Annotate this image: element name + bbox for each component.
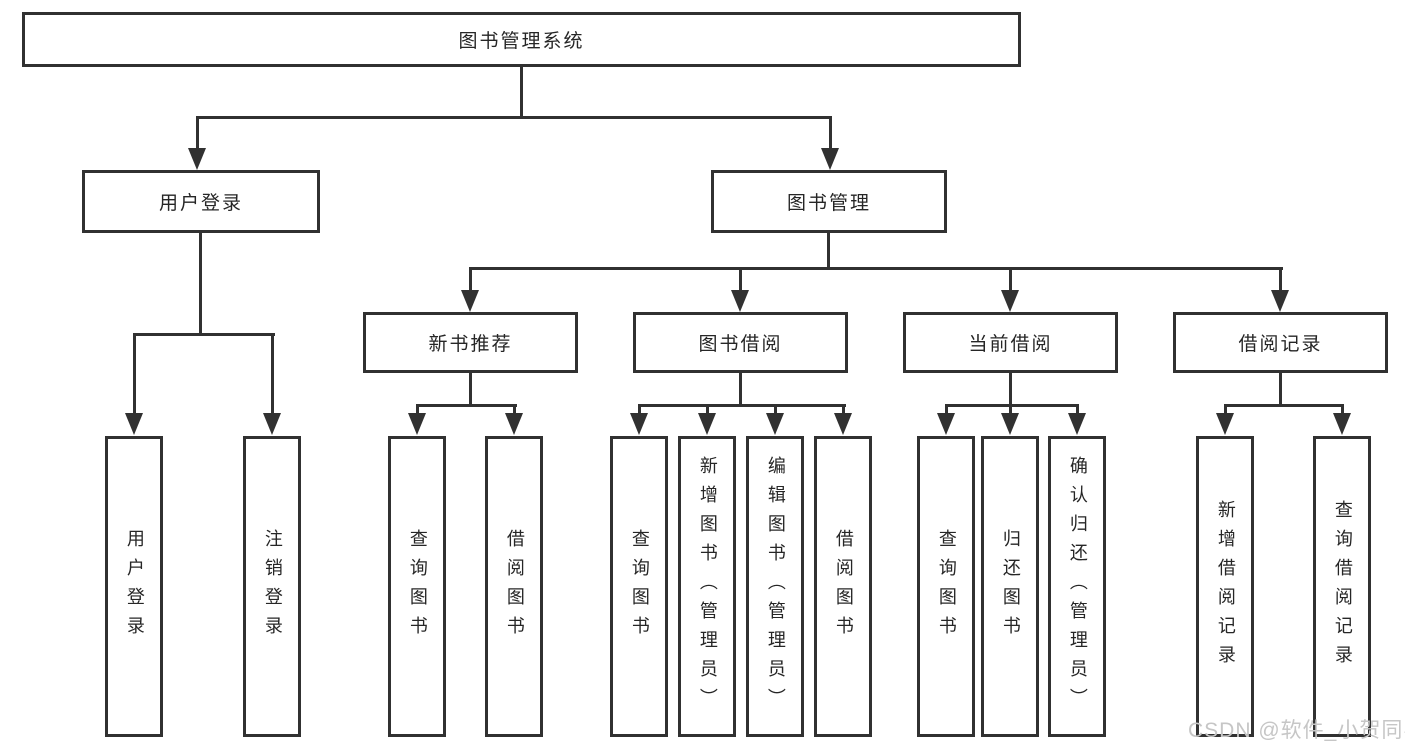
arrowhead-down-icon xyxy=(263,413,281,435)
leaf-query-books-recommend: 查询图书 xyxy=(388,436,446,737)
arrowhead-down-icon xyxy=(1068,413,1086,435)
arrowhead-down-icon xyxy=(821,148,839,170)
node-book-management: 图书管理 xyxy=(711,170,947,233)
connector-line xyxy=(829,116,832,150)
node-label: 用户登录 xyxy=(124,528,145,645)
arrowhead-down-icon xyxy=(630,413,648,435)
connector-line xyxy=(1279,267,1282,292)
leaf-add-books-admin: 新增图书（管理员） xyxy=(678,436,736,737)
node-label: 查询借阅记录 xyxy=(1332,499,1353,674)
connector-line xyxy=(196,116,199,150)
connector-line xyxy=(638,404,641,415)
arrowhead-down-icon xyxy=(937,413,955,435)
node-label: 借阅图书 xyxy=(504,528,525,645)
connector-line xyxy=(1224,404,1344,407)
arrowhead-down-icon xyxy=(731,290,749,312)
connector-line xyxy=(513,404,516,415)
arrowhead-down-icon xyxy=(1001,290,1019,312)
node-label: 编辑图书（管理员） xyxy=(765,456,786,717)
connector-line xyxy=(945,404,948,415)
node-current-borrowing: 当前借阅 xyxy=(903,312,1118,373)
node-label: 图书借阅 xyxy=(698,334,783,355)
node-borrowing-records: 借阅记录 xyxy=(1173,312,1388,373)
connector-line xyxy=(945,404,1079,407)
arrowhead-down-icon xyxy=(461,290,479,312)
connector-line xyxy=(1009,373,1012,407)
leaf-add-borrow-record: 新增借阅记录 xyxy=(1196,436,1254,737)
leaf-user-login: 用户登录 xyxy=(105,436,163,737)
connector-line xyxy=(469,267,472,292)
leaf-edit-books-admin: 编辑图书（管理员） xyxy=(746,436,804,737)
connector-line xyxy=(199,233,202,336)
arrowhead-down-icon xyxy=(1001,413,1019,435)
node-label: 查询图书 xyxy=(629,528,650,645)
connector-line xyxy=(469,373,472,407)
arrowhead-down-icon xyxy=(1216,413,1234,435)
connector-line xyxy=(739,373,742,407)
leaf-return-books: 归还图书 xyxy=(981,436,1039,737)
node-label: 查询图书 xyxy=(936,528,957,645)
connector-line xyxy=(827,233,830,270)
node-label: 借阅记录 xyxy=(1238,334,1323,355)
arrowhead-down-icon xyxy=(1271,290,1289,312)
node-label: 新增图书（管理员） xyxy=(697,456,718,717)
node-label: 借阅图书 xyxy=(833,528,854,645)
node-book-borrowing: 图书借阅 xyxy=(633,312,848,373)
arrowhead-down-icon xyxy=(834,413,852,435)
leaf-borrow-books: 借阅图书 xyxy=(814,436,872,737)
connector-line xyxy=(271,333,274,414)
leaf-query-books-current: 查询图书 xyxy=(917,436,975,737)
connector-line xyxy=(774,404,777,415)
connector-line xyxy=(1279,373,1282,407)
node-new-book-recommendation: 新书推荐 xyxy=(363,312,578,373)
node-label: 图书管理 xyxy=(786,193,871,214)
connector-line xyxy=(739,267,742,292)
leaf-logout: 注销登录 xyxy=(243,436,301,737)
arrowhead-down-icon xyxy=(1333,413,1351,435)
leaf-confirm-return-admin: 确认归还（管理员） xyxy=(1048,436,1106,737)
connector-line xyxy=(706,404,709,415)
connector-line xyxy=(842,404,845,415)
node-label: 归还图书 xyxy=(1000,528,1021,645)
connector-line xyxy=(638,404,846,407)
node-label: 新增借阅记录 xyxy=(1215,499,1236,674)
arrowhead-down-icon xyxy=(408,413,426,435)
connector-line xyxy=(1224,404,1227,415)
node-label: 新书推荐 xyxy=(428,334,513,355)
node-library-management-system: 图书管理系统 xyxy=(22,12,1021,67)
connector-line xyxy=(1009,404,1012,415)
leaf-query-books-borrowing: 查询图书 xyxy=(610,436,668,737)
connector-line xyxy=(1076,404,1079,415)
connector-line xyxy=(469,267,1283,270)
node-label: 注销登录 xyxy=(262,528,283,645)
node-label: 当前借阅 xyxy=(968,334,1053,355)
arrowhead-down-icon xyxy=(188,148,206,170)
node-label: 确认归还（管理员） xyxy=(1067,456,1088,717)
arrowhead-down-icon xyxy=(766,413,784,435)
arrowhead-down-icon xyxy=(505,413,523,435)
connector-line xyxy=(133,333,136,414)
csdn-watermark: CSDN @软件_小贺同学 xyxy=(1188,719,1405,742)
connector-line xyxy=(1341,404,1344,415)
connector-line xyxy=(133,333,275,336)
leaf-query-borrow-record: 查询借阅记录 xyxy=(1313,436,1371,737)
connector-line xyxy=(416,404,419,415)
node-user-login: 用户登录 xyxy=(82,170,320,233)
connector-line xyxy=(196,116,832,119)
node-label: 查询图书 xyxy=(407,528,428,645)
arrowhead-down-icon xyxy=(125,413,143,435)
node-label: 用户登录 xyxy=(158,193,243,214)
connector-line xyxy=(1009,267,1012,292)
node-label: 图书管理系统 xyxy=(458,31,585,52)
connector-line xyxy=(416,404,517,407)
leaf-borrow-books-recommend: 借阅图书 xyxy=(485,436,543,737)
connector-line xyxy=(520,65,523,119)
arrowhead-down-icon xyxy=(698,413,716,435)
